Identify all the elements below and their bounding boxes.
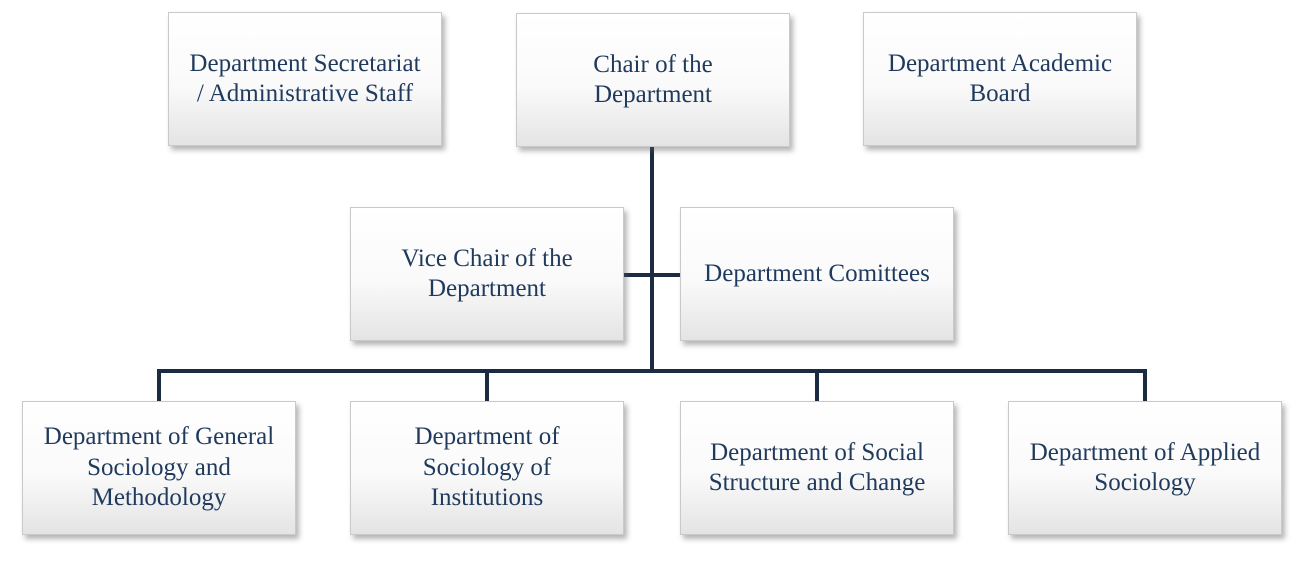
connector-distribution-line: [157, 369, 1147, 373]
org-node-department-committees: Department Comittees: [680, 207, 954, 341]
org-node-academic-board: Department Academic Board: [863, 12, 1137, 146]
connector-drop-applied-sociology: [1143, 369, 1147, 402]
connector-drop-social-structure: [815, 369, 819, 402]
connector-drop-sociology-institutions: [485, 369, 489, 402]
connector-vicechair-committees-line: [624, 273, 680, 277]
connector-drop-general-sociology: [157, 369, 161, 402]
connector-chair-trunk-line: [650, 147, 654, 372]
org-node-department-secretariat: Department Secretariat / Administrative …: [168, 12, 442, 146]
org-node-social-structure-change: Department of Social Structure and Chang…: [680, 401, 954, 535]
org-node-applied-sociology: Department of Applied Sociology: [1008, 401, 1282, 535]
org-node-general-sociology-methodology: Department of General Sociology and Meth…: [22, 401, 296, 535]
org-node-vice-chair: Vice Chair of the Department: [350, 207, 624, 341]
org-node-sociology-of-institutions: Department of Sociology of Institutions: [350, 401, 624, 535]
org-node-chair-of-department: Chair of the Department: [516, 13, 790, 147]
